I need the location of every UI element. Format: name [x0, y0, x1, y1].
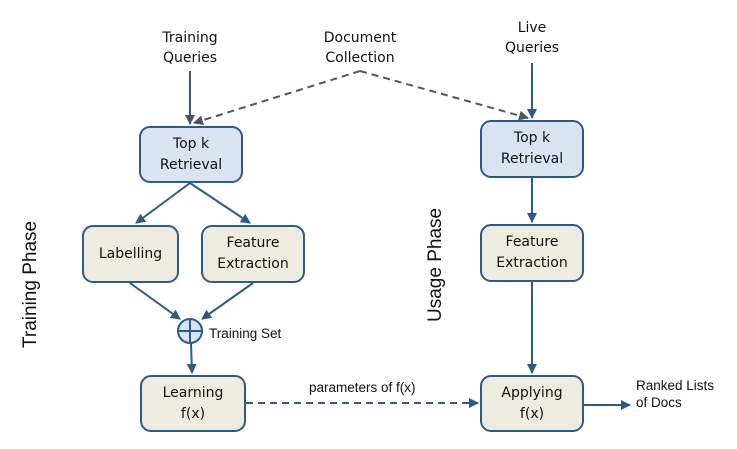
live-queries-line2: Queries — [504, 40, 560, 56]
edge-topk-to-feature — [189, 182, 251, 224]
node-line: Retrieval — [500, 151, 564, 167]
live-queries-label: Live Queries — [492, 18, 572, 58]
document-collection-line2: Collection — [325, 50, 395, 66]
edge-labelling-to-trainingset — [129, 282, 181, 320]
training-phase-label: Training Phase — [20, 220, 41, 348]
edge-docs-to-training-topk — [193, 70, 361, 126]
edge-feature-to-trainingset — [201, 282, 254, 320]
training-queries-line2: Queries — [162, 50, 218, 66]
parameters-label: parameters of f(x) — [309, 380, 416, 395]
node-line: Learning — [162, 384, 224, 401]
edge-topk-to-labelling — [135, 182, 191, 224]
document-collection-label: Document Collection — [310, 28, 410, 68]
training-topk-retrieval-node[interactable]: Top k Retrieval — [139, 126, 243, 183]
applying-node[interactable]: Applying f(x) — [480, 375, 584, 432]
training-set-label: Training Set — [209, 326, 282, 341]
usage-phase-label: Usage Phase — [425, 207, 446, 322]
training-feature-extraction-node[interactable]: Feature Extraction — [201, 225, 305, 283]
ranked-lists-line1: Ranked Lists — [636, 378, 715, 393]
combine-icon — [177, 318, 203, 344]
node-line: Labelling — [98, 245, 163, 262]
labelling-node[interactable]: Labelling — [82, 225, 179, 283]
node-line: Feature — [505, 234, 559, 250]
node-line: Extraction — [496, 255, 568, 271]
usage-topk-retrieval-node[interactable]: Top k Retrieval — [480, 120, 584, 178]
edge-trainingset-to-learning — [186, 342, 197, 374]
node-line: Top k — [172, 135, 210, 152]
node-line: Top k — [513, 130, 551, 146]
training-queries-label: Training Queries — [150, 28, 230, 68]
edge-docs-to-usage-topk — [359, 70, 529, 121]
learning-node[interactable]: Learning f(x) — [140, 375, 246, 432]
ranked-lists-label: Ranked Lists of Docs — [636, 377, 736, 411]
training-queries-line1: Training — [162, 30, 218, 46]
node-line: f(x) — [519, 405, 545, 422]
node-line: Retrieval — [159, 156, 223, 173]
document-collection-line1: Document — [323, 30, 397, 46]
live-queries-line1: Live — [517, 20, 547, 36]
node-line: Applying — [501, 384, 563, 401]
node-line: Feature — [226, 235, 280, 251]
ranked-lists-line2: of Docs — [636, 395, 682, 410]
usage-feature-extraction-node[interactable]: Feature Extraction — [480, 224, 584, 282]
node-line: f(x) — [180, 405, 206, 422]
node-line: Extraction — [217, 256, 289, 272]
